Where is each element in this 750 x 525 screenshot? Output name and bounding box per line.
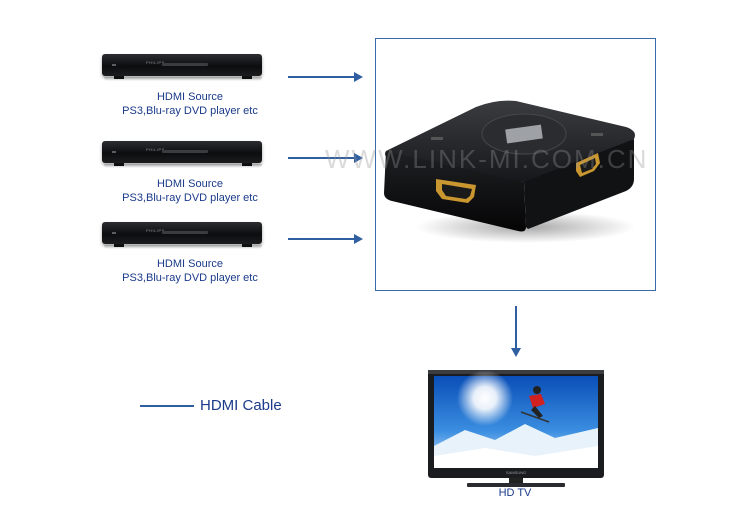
tv-bezel-highlight xyxy=(428,370,604,374)
source-caption-line1: HDMI Source xyxy=(100,177,280,191)
source-caption-1: HDMI Source PS3,Blu-ray DVD player etc xyxy=(100,90,280,118)
hdmi-cable-line-1 xyxy=(288,76,354,78)
arrow-right-icon xyxy=(354,234,363,244)
player-led xyxy=(112,232,116,234)
player-tray xyxy=(162,63,208,66)
player-body: PHILIPS xyxy=(102,222,262,244)
player-led xyxy=(112,151,116,153)
source-caption-line2: PS3,Blu-ray DVD player etc xyxy=(100,191,280,205)
watermark: WWW.LINK-MI.COM.CN xyxy=(325,144,648,175)
source-caption-line1: HDMI Source xyxy=(100,257,280,271)
player-body: PHILIPS xyxy=(102,141,262,163)
source-caption-line2: PS3,Blu-ray DVD player etc xyxy=(100,104,280,118)
hd-tv-image: SAMSUNG xyxy=(425,368,607,490)
player-body: PHILIPS xyxy=(102,54,262,76)
port-mark xyxy=(431,137,443,140)
port-mark xyxy=(591,133,603,136)
sun-glow xyxy=(457,370,513,426)
source-caption-3: HDMI Source PS3,Blu-ray DVD player etc xyxy=(100,257,280,285)
player-shadow xyxy=(104,77,262,81)
tv-stand-neck xyxy=(509,478,523,483)
legend-label: HDMI Cable xyxy=(200,397,282,414)
source-caption-2: HDMI Source PS3,Blu-ray DVD player etc xyxy=(100,177,280,205)
arrow-right-icon xyxy=(354,72,363,82)
source-caption-line2: PS3,Blu-ray DVD player etc xyxy=(100,271,280,285)
arrow-down-icon xyxy=(511,348,521,357)
source-caption-line1: HDMI Source xyxy=(100,90,280,104)
player-shadow xyxy=(104,245,262,249)
hdmi-cable-line-3 xyxy=(288,238,354,240)
tv-label: HD TV xyxy=(470,487,560,499)
hdmi-output-line xyxy=(515,306,517,348)
player-tray xyxy=(162,150,208,153)
player-shadow xyxy=(104,164,262,168)
player-tray xyxy=(162,231,208,234)
dvd-player-1: PHILIPS xyxy=(100,52,265,86)
player-led xyxy=(112,64,116,66)
tv-brand-logo: SAMSUNG xyxy=(506,470,526,475)
legend-cable-line xyxy=(140,405,194,407)
dvd-player-3: PHILIPS xyxy=(100,220,265,254)
dvd-player-2: PHILIPS xyxy=(100,139,265,173)
